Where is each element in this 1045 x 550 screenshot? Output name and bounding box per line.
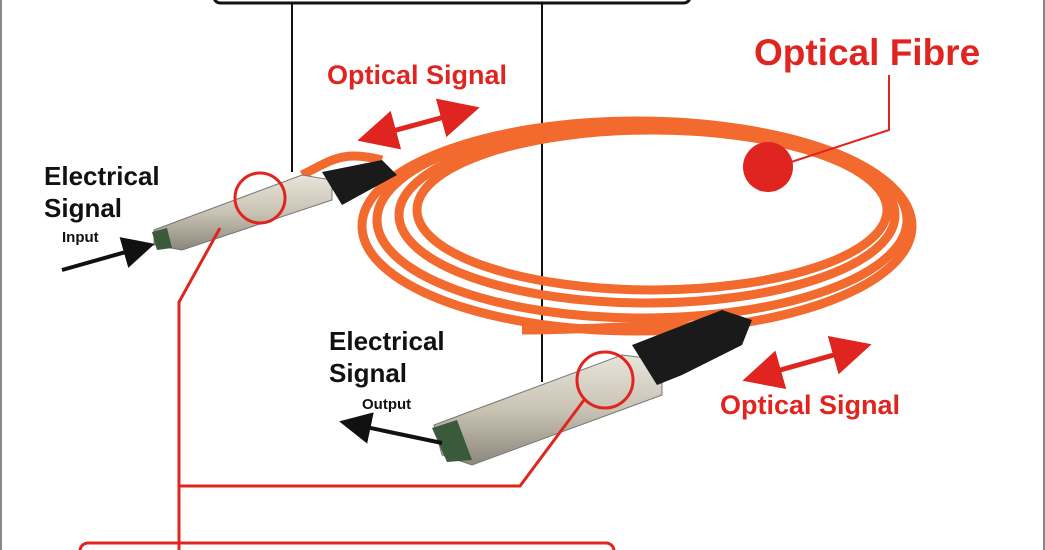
- input-arrow: [61, 237, 155, 272]
- electrical-signal-output-label: Electrical Signal: [329, 326, 445, 388]
- bottom-label-box: [78, 541, 616, 550]
- output-label: Output: [362, 396, 412, 413]
- fibre-dot: [743, 142, 793, 192]
- optical-signal-label-bottom: Optical Signal: [720, 390, 901, 420]
- bidirectional-arrow: [742, 335, 872, 390]
- output-arrow: [339, 412, 443, 445]
- transceiver-output: [432, 310, 752, 466]
- fibre-leader: [781, 75, 890, 166]
- highlight-circle: [233, 171, 287, 225]
- bidirectional-arrow: [357, 98, 480, 150]
- input-label: Input: [62, 229, 99, 246]
- electrical-signal-input-label: Electrical Signal: [44, 161, 160, 223]
- highlight-circle: [575, 350, 635, 410]
- optical-fibre-cable: [299, 116, 917, 336]
- top-label-box: [213, 0, 691, 5]
- optical-signal-label-top: Optical Signal: [327, 60, 508, 90]
- red-leader: [177, 227, 222, 550]
- red-leader: [179, 399, 586, 488]
- optical-fibre-label: Optical Fibre: [754, 32, 981, 73]
